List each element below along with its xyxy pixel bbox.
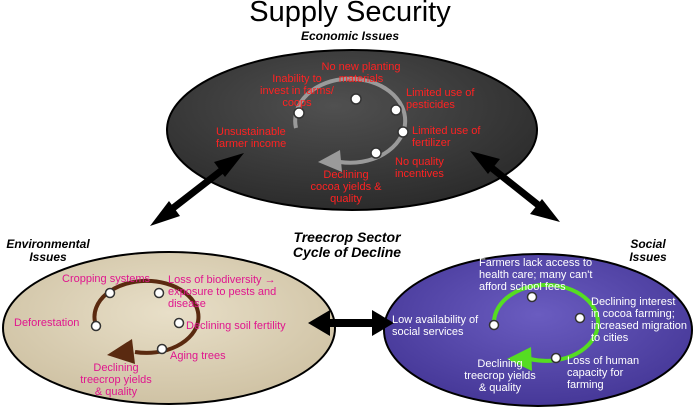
social-ellipse [383,253,693,407]
label-limited-pesticides: Limited use of pesticides [406,87,475,111]
environmental-ellipse [2,251,336,405]
label-limited-fertilizer: Limited use of fertilizer [412,125,481,149]
arrow-econ-social [470,151,560,222]
label-low-social-services: Low availability of social services [392,314,479,338]
environmental-cycle [90,278,201,364]
cycle-of-decline-heading: Treecrop Sector Cycle of Decline [292,229,402,260]
economic-ellipse [166,49,538,211]
label-declining-cocoa: Declining cocoa yields & quality [310,169,382,205]
label-declining-treecrop-social: Declining treecrop yields & quality [464,358,536,394]
label-no-new-planting: No new planting materials [321,61,401,85]
economic-heading: Economic Issues [300,29,400,43]
economic-cycle-arrowhead [318,150,342,172]
label-aging-trees: Aging trees [170,350,226,362]
social-heading: Social Issues [629,237,667,264]
label-declining-interest: Declining interest in cocoa farming; inc… [591,296,687,344]
label-cropping-systems: Cropping systems [62,273,151,285]
page-title: Supply Security [249,0,451,28]
social-cycle-arrowhead [507,347,532,371]
label-unsustainable-income: Unsustainable farmer income [216,126,287,150]
social-cycle [488,282,600,371]
label-deforestation: Deforestation [14,317,80,329]
label-loss-biodiversity: Loss of biodiversity → exposure to pests… [168,274,277,310]
label-no-quality-incentives: No quality incentives [395,156,444,180]
economic-cycle [293,76,409,172]
environmental-cycle-arrowhead [107,339,135,364]
label-declining-treecrop-env: Declining treecrop yields & quality [80,362,152,398]
label-declining-soil: Declining soil fertility [186,320,286,332]
environmental-heading: Environmental Issues [6,237,90,264]
arrow-econ-env [150,153,244,226]
label-loss-human-capacity: Loss of human capacity for farming [567,355,640,391]
arrow-env-social [308,310,394,336]
label-inability-invest: Inability to invest in farms/ coops [260,73,334,109]
label-health-care: Farmers lack access to health care; many… [479,257,593,293]
